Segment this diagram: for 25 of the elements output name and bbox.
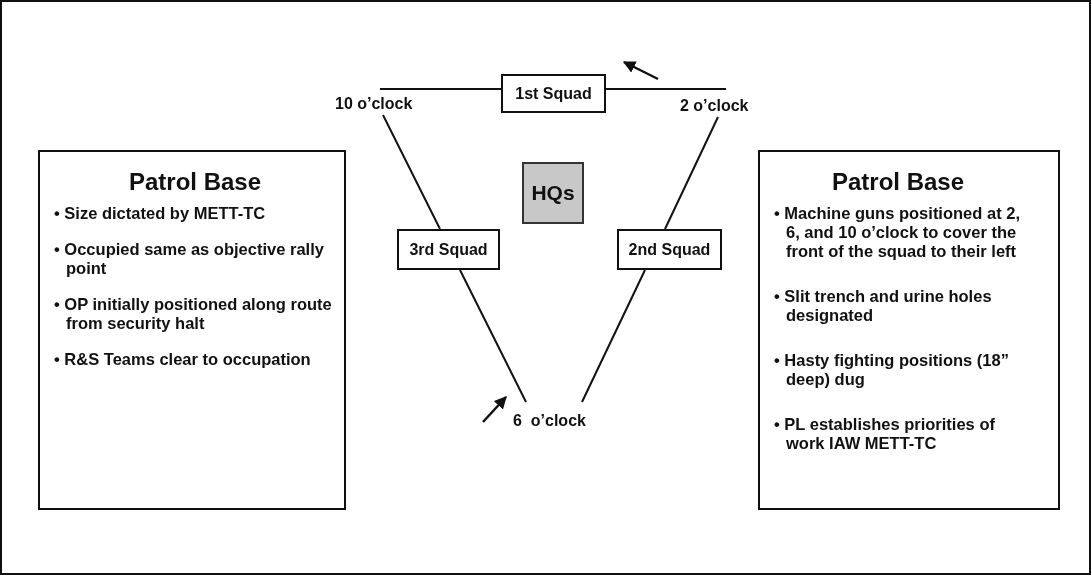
bullet-text: • Occupied same as objective rally point xyxy=(54,240,325,278)
squad-box: 3rd Squad xyxy=(397,229,500,270)
bullet-text: • PL establishes priorities of work IAW METT-TC xyxy=(774,415,996,453)
panel-heading: Patrol Base xyxy=(830,168,966,196)
bullet-text: • Size dictated by METT-TC xyxy=(54,204,267,223)
connector-line xyxy=(664,116,719,230)
panel-heading: Patrol Base xyxy=(127,168,263,196)
info-panel xyxy=(38,150,346,510)
connector-line xyxy=(459,269,527,403)
bullet-text: • Hasty fighting positions (18” deep) dug xyxy=(774,351,1010,389)
position-label: 2 o’clock xyxy=(672,89,764,117)
squad-box: 1st Squad xyxy=(501,74,606,113)
squad-box: 2nd Squad xyxy=(617,229,722,270)
connector-line xyxy=(379,88,502,90)
info-panel xyxy=(758,150,1060,510)
connector-line xyxy=(581,269,646,403)
bullet-text: • R&S Teams clear to occupation xyxy=(54,350,312,369)
headquarters-box: HQs xyxy=(522,162,584,224)
bullet-text: • Machine guns positioned at 2, 6, and 10 o’clock to cover the front of the squad to their left xyxy=(774,204,1021,261)
position-label: 10 o’clock xyxy=(335,89,430,115)
bullet-text: • Slit trench and urine holes designated xyxy=(774,287,993,325)
connector-line xyxy=(382,114,441,230)
position-label: 6 o’clock xyxy=(505,402,600,432)
connector-line xyxy=(605,88,727,90)
bullet-text: • OP initially positioned along route from security halt xyxy=(54,295,333,333)
